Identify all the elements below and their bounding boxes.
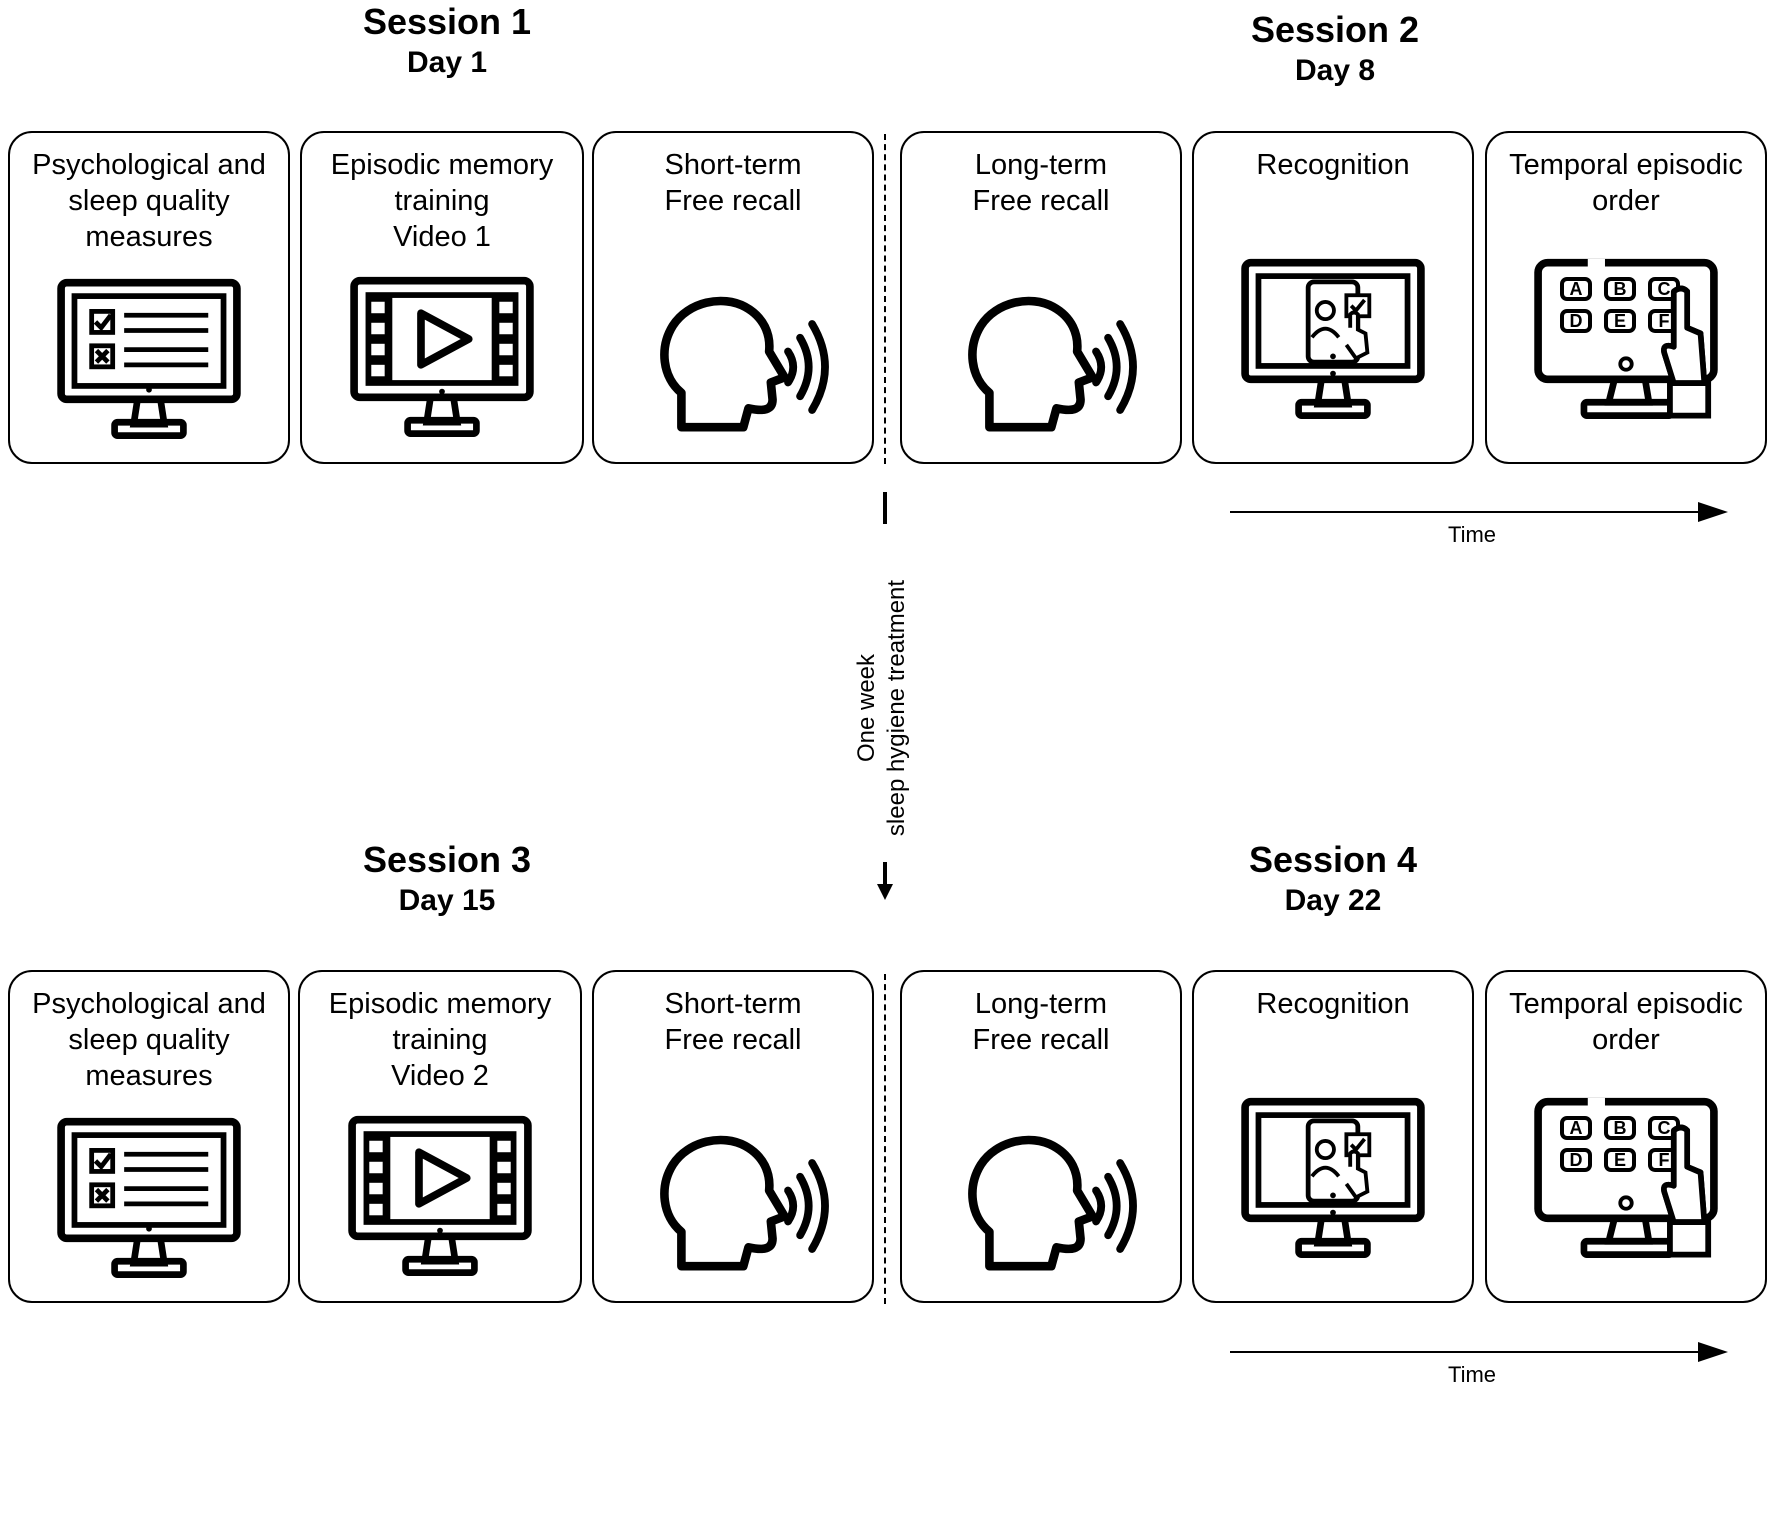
- speaking-head-icon: [943, 1120, 1139, 1292]
- session-divider: [884, 974, 886, 1304]
- speaking-head-icon: [943, 281, 1139, 453]
- speaking-head-icon: [635, 281, 831, 453]
- session-3-title: Session 3: [362, 839, 532, 880]
- recognition-monitor-icon: [1237, 257, 1429, 429]
- keypad-key-d: D: [1560, 309, 1592, 333]
- time-arrow: [1230, 1342, 1728, 1362]
- video-monitor-icon: [346, 275, 538, 447]
- video-monitor-icon: [344, 1114, 536, 1286]
- time-label: Time: [1447, 522, 1497, 547]
- time-arrow: [1230, 502, 1728, 522]
- time-label: Time: [1447, 1362, 1497, 1387]
- speaking-head-icon: [635, 1120, 831, 1292]
- keypad-key-b: B: [1604, 277, 1636, 301]
- keypad-key-a: A: [1560, 277, 1592, 301]
- pointing-hand-icon: [1661, 1124, 1712, 1258]
- session-2-day: Day 8: [1294, 54, 1376, 87]
- keypad-key-d: D: [1560, 1148, 1592, 1172]
- keypad-key-e: E: [1604, 1148, 1636, 1172]
- session-4-day: Day 22: [1284, 884, 1382, 917]
- checklist-monitor-icon: [53, 277, 245, 449]
- keypad-key-a: A: [1560, 1116, 1592, 1140]
- session-1-day: Day 1: [406, 46, 488, 79]
- treatment-arrow: [877, 492, 893, 900]
- card-label: Recognition: [1256, 149, 1410, 181]
- checklist-monitor-icon: [53, 1116, 245, 1288]
- keypad-key-e: E: [1604, 309, 1636, 333]
- pointing-hand-icon: [1661, 285, 1712, 419]
- card-recognition: Recognition: [1192, 131, 1474, 464]
- keypad-key-b: B: [1604, 1116, 1636, 1140]
- card-label: Recognition: [1256, 988, 1410, 1020]
- card-recognition: Recognition: [1192, 970, 1474, 1303]
- session-1-title: Session 1: [362, 1, 532, 42]
- session-4-title: Session 4: [1248, 839, 1418, 880]
- session-2-title: Session 2: [1250, 9, 1420, 50]
- session-row-1: Session 1 Day 1 Session 2 Day 8 Psycholo…: [0, 0, 1772, 700]
- recognition-monitor-icon: [1237, 1096, 1429, 1268]
- session-divider: [884, 134, 886, 464]
- session-3-day: Day 15: [398, 884, 496, 917]
- session-row-2: Session 3 Day 15 Session 4 Day 22 Psycho…: [0, 840, 1772, 1540]
